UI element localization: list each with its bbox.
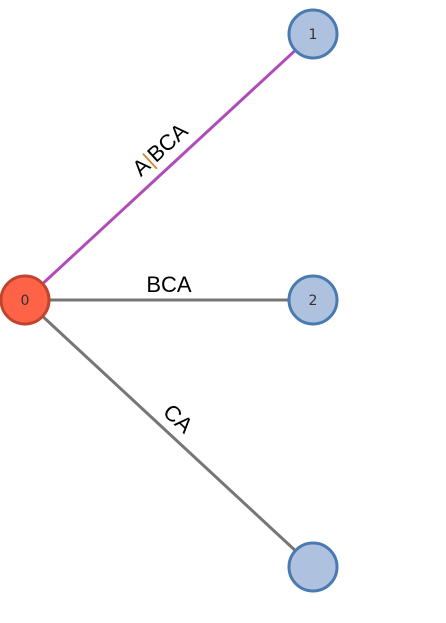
node-0-circle (0, 274, 51, 326)
edge-0-1 (23, 32, 315, 302)
node-0-label: 0 (21, 293, 30, 309)
node-1-label: 1 (309, 27, 318, 43)
edge-label-0-1: A|BCA (127, 118, 192, 181)
node-3-circle (287, 541, 339, 593)
node-0[interactable]: 0 (0, 274, 51, 326)
node-3[interactable] (287, 541, 339, 593)
edge-label-0-3-text: CA (158, 399, 198, 438)
edge-label-0-2: BCA (146, 272, 192, 297)
node-1[interactable]: 1 (287, 8, 339, 60)
node-2-circle (287, 274, 339, 326)
node-2-label: 2 (309, 293, 318, 309)
node-1-circle (287, 8, 339, 60)
edge-label-0-3: CA (158, 399, 198, 438)
edge-label-0-2-text: BCA (146, 272, 192, 297)
edge-0-3 (23, 298, 315, 569)
node-2[interactable]: 2 (287, 274, 339, 326)
